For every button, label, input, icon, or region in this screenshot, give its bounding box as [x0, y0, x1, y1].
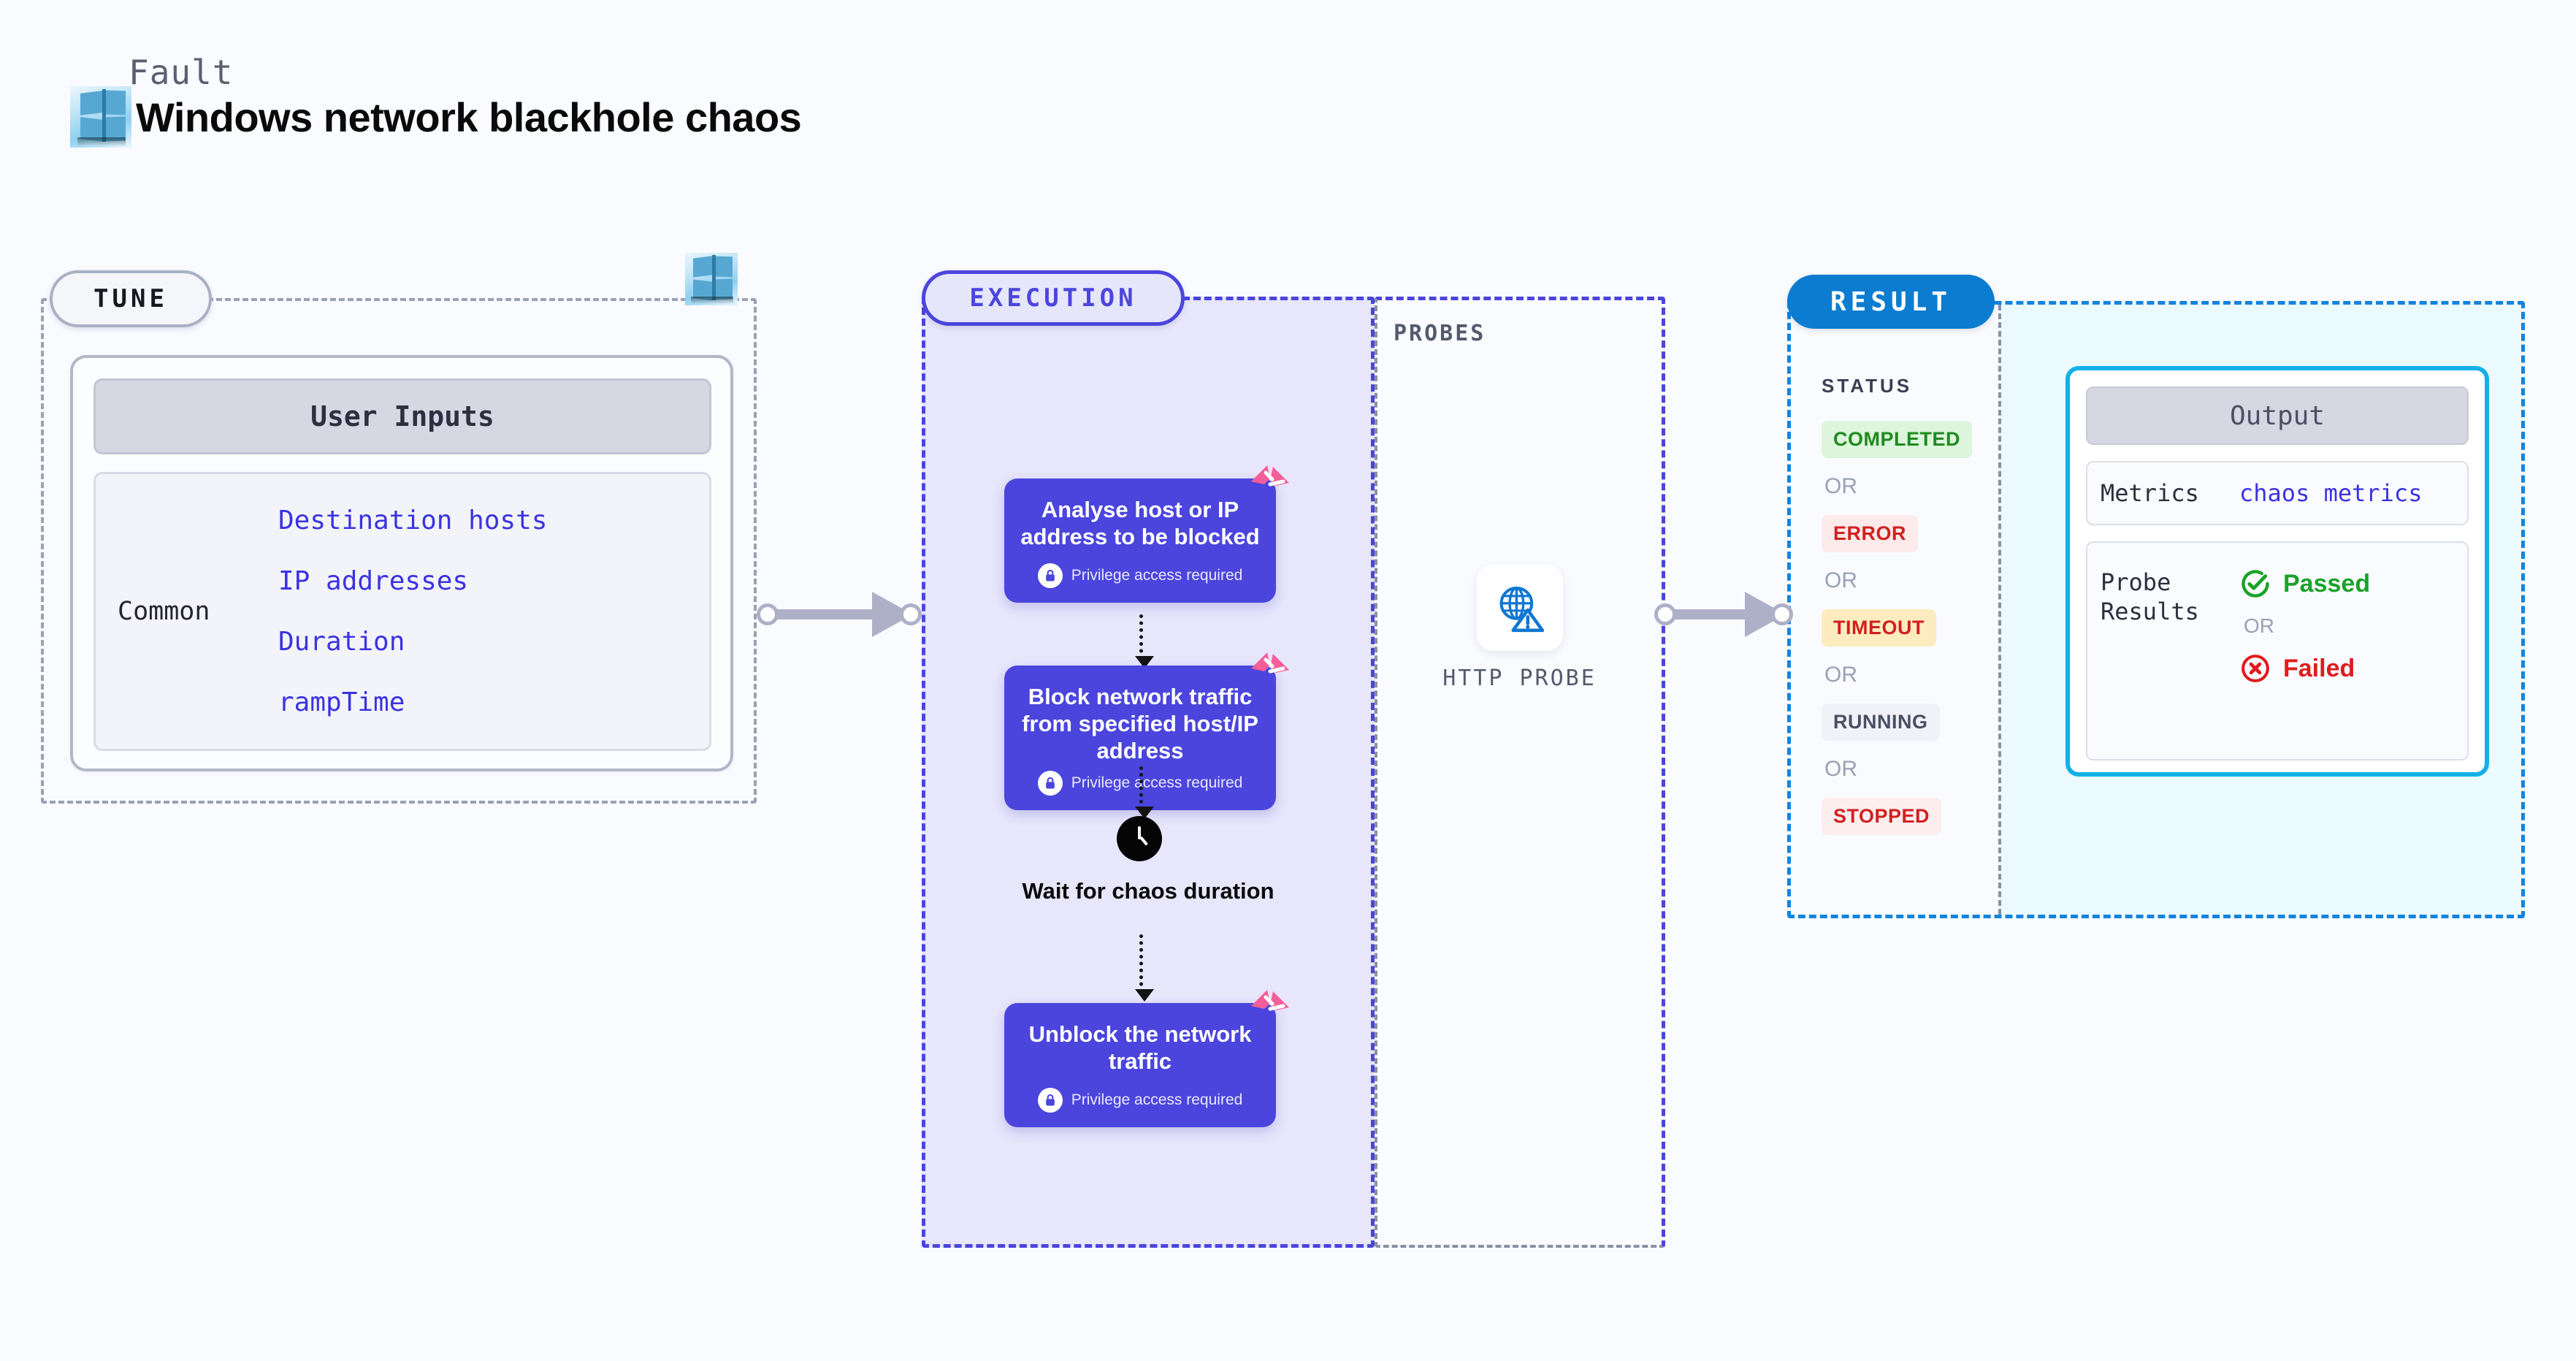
status-label: STATUS: [1822, 375, 1913, 397]
list-item[interactable]: Destination hosts: [278, 506, 548, 535]
wait-step-label: Wait for chaos duration: [1022, 878, 1274, 904]
tune-section-badge[interactable]: TUNE: [50, 270, 212, 327]
status-badge: TIMEOUT: [1822, 609, 1936, 647]
tune-section: User Inputs Common Destination hosts IP …: [41, 298, 757, 804]
page-header: Fault Windows network blackhole chaos: [70, 53, 802, 148]
list-item[interactable]: Duration: [278, 627, 405, 657]
title-row: Windows network blackhole chaos: [70, 86, 802, 148]
execution-section-badge[interactable]: EXECUTION: [922, 270, 1185, 326]
result-output-area: Output Metrics chaos metrics Probe Resul…: [2001, 305, 2521, 915]
execution-step-title: Analyse host or IP address to be blocked: [1020, 497, 1260, 550]
metrics-value[interactable]: chaos metrics: [2239, 479, 2423, 507]
privilege-note-label: Privilege access required: [1071, 774, 1243, 791]
flow-arrow: [1135, 934, 1154, 1002]
probes-label: PROBES: [1394, 321, 1486, 346]
tune-panel: User Inputs Common Destination hosts IP …: [70, 355, 733, 771]
lock-icon: [1037, 563, 1063, 589]
or-separator: OR: [2244, 614, 2274, 637]
lock-icon: [1037, 1088, 1063, 1113]
probe-results-values: Passed OR Failed: [2239, 568, 2370, 685]
metrics-row: Metrics chaos metrics: [2086, 461, 2469, 525]
windows-logo-icon: [685, 253, 738, 305]
user-inputs-list: Destination hosts IP addresses Duration …: [278, 506, 547, 717]
or-separator: OR: [1824, 663, 1857, 687]
metrics-key: Metrics: [2101, 479, 2199, 507]
connector-tune-to-execution: [757, 584, 922, 643]
list-item[interactable]: IP addresses: [278, 566, 469, 596]
broken-link-icon: [1251, 990, 1289, 1011]
execution-step[interactable]: Analyse host or IP address to be blocked…: [1004, 465, 1289, 603]
probe-card[interactable]: [1476, 565, 1563, 651]
lock-icon: [1037, 770, 1063, 796]
check-circle-icon: [2241, 570, 2269, 598]
probe-results-row: Probe Results Passed OR: [2086, 541, 2469, 760]
or-separator: OR: [1824, 757, 1857, 781]
privilege-note-label: Privilege access required: [1071, 1091, 1243, 1109]
or-separator: OR: [1824, 474, 1857, 498]
page-title: Windows network blackhole chaos: [136, 94, 802, 140]
probe-results-key: Probe Results: [2101, 568, 2199, 625]
privilege-note-label: Privilege access required: [1071, 567, 1243, 584]
probe-failed: Failed: [2239, 652, 2370, 685]
probes-section: PROBES HTTP PROBE: [1375, 297, 1665, 1248]
x-circle-icon: [2241, 655, 2269, 682]
execution-step-title: Unblock the network traffic: [1028, 1021, 1252, 1075]
status-badge: COMPLETED: [1822, 421, 1973, 458]
execution-section: Analyse host or IP address to be blocked…: [922, 297, 1375, 1248]
status-badge: ERROR: [1822, 515, 1919, 552]
windows-logo-icon: [70, 86, 131, 148]
common-group-label: Common: [118, 597, 210, 626]
broken-link-icon: [1251, 652, 1289, 674]
privilege-note: Privilege access required: [1019, 563, 1261, 589]
privilege-note: Privilege access required: [1019, 1088, 1261, 1113]
execution-step[interactable]: Unblock the network traffic Privilege ac…: [1004, 990, 1289, 1128]
status-badge: RUNNING: [1822, 704, 1940, 741]
list-item[interactable]: rampTime: [278, 687, 405, 717]
result-section-badge[interactable]: RESULT: [1787, 275, 1995, 329]
flow-arrow: [1135, 766, 1154, 819]
probe-failed-label: Failed: [2283, 654, 2355, 682]
connector-probes-to-result: [1654, 584, 1793, 643]
execution-step[interactable]: Block network traffic from specified hos…: [1004, 652, 1289, 810]
globe-warning-icon: [1499, 587, 1544, 633]
fault-kicker: Fault: [129, 53, 234, 92]
status-badge: STOPPED: [1822, 798, 1942, 835]
output-card: Output Metrics chaos metrics Probe Resul…: [2065, 366, 2489, 777]
execution-step-title: Block network traffic from specified hos…: [1022, 684, 1258, 764]
broken-link-icon: [1251, 465, 1289, 487]
user-inputs-header: User Inputs: [93, 378, 711, 454]
probe-passed-label: Passed: [2283, 569, 2371, 598]
flow-arrow: [1135, 614, 1154, 668]
clock-icon: [1117, 816, 1162, 861]
or-separator: OR: [1824, 568, 1857, 592]
result-section: STATUS COMPLETED OR ERROR OR TIMEOUT OR …: [1787, 301, 2525, 918]
output-header: Output: [2086, 386, 2469, 445]
user-inputs-body: Common Destination hosts IP addresses Du…: [93, 472, 711, 751]
probe-passed: Passed: [2239, 568, 2370, 600]
probe-label: HTTP PROBE: [1442, 666, 1597, 691]
status-column: STATUS COMPLETED OR ERROR OR TIMEOUT OR …: [1791, 305, 2001, 915]
privilege-note: Privilege access required: [1019, 770, 1261, 796]
